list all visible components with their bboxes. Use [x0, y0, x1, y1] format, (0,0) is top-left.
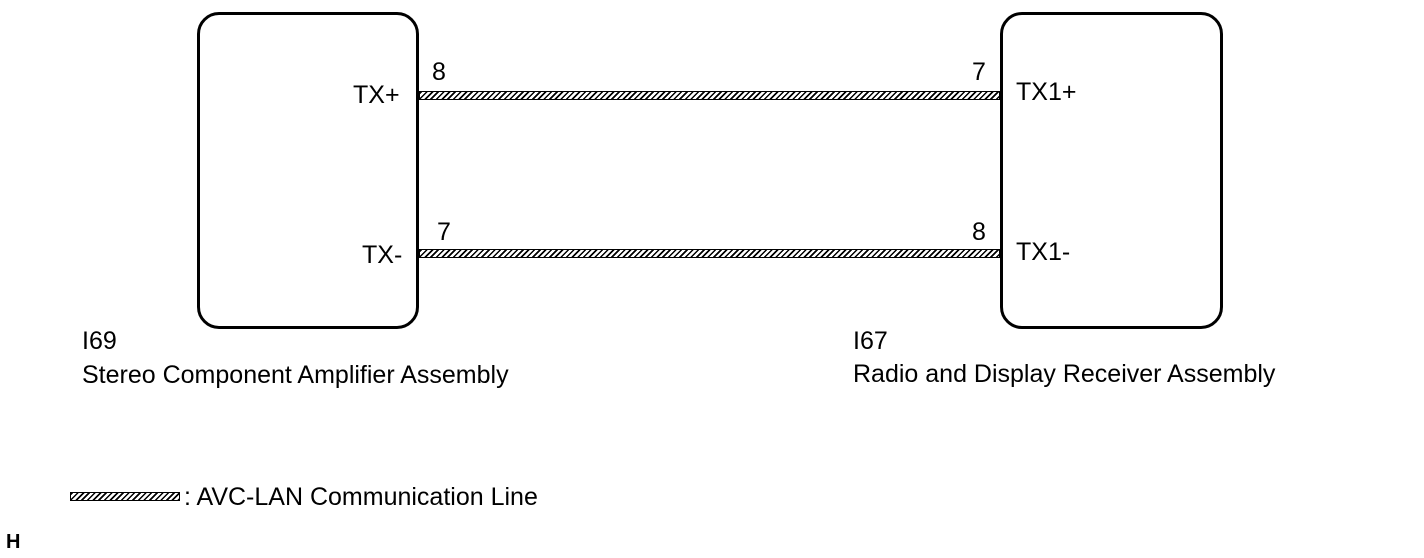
legend-text: : AVC-LAN Communication Line [184, 483, 538, 511]
corner-mark: H [6, 531, 21, 553]
avc-lan-wire-tx-minus [419, 249, 1000, 258]
avc-lan-wire-tx-plus [419, 91, 1000, 100]
left-component-name: Stereo Component Amplifier Assembly [82, 361, 509, 389]
left-terminal-label-tx-minus: TX- [362, 241, 403, 269]
right-connector-id: I67 [853, 327, 888, 355]
right-terminal-label-tx1-plus: TX1+ [1016, 78, 1077, 106]
right-terminal-label-tx1-minus: TX1- [1016, 238, 1071, 266]
stereo-amplifier-box [197, 12, 419, 329]
left-connector-id: I69 [82, 327, 117, 355]
right-pin-number-tx1-plus: 7 [972, 58, 986, 86]
legend-line-swatch [70, 492, 180, 501]
radio-receiver-box [1000, 12, 1223, 329]
left-pin-number-tx-plus: 8 [432, 58, 446, 86]
right-pin-number-tx1-minus: 8 [972, 218, 986, 246]
right-component-name: Radio and Display Receiver Assembly [853, 360, 1276, 388]
left-terminal-label-tx-plus: TX+ [353, 81, 400, 109]
left-pin-number-tx-minus: 7 [437, 218, 451, 246]
